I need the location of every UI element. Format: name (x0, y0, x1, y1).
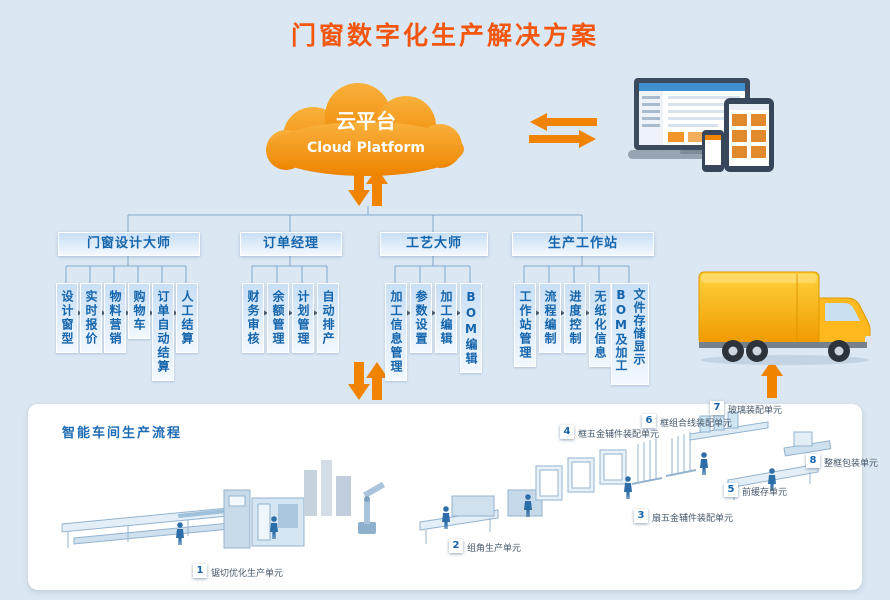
station-number: 7 (710, 401, 724, 415)
station-3: 3 扇五金辅件装配单元 (634, 509, 733, 524)
cloud-title: 云平台 (336, 109, 396, 133)
feature-item: 实时报价 (80, 283, 102, 353)
station-number: 8 (806, 454, 820, 468)
station-label: 玻璃装配单元 (728, 406, 783, 416)
feature-item: 无纸化信息 (589, 283, 611, 367)
cloud-platform: 云平台 Cloud Platform (266, 83, 464, 176)
cloud-subtitle: Cloud Platform (307, 140, 425, 156)
down-arrow-icon (348, 362, 370, 400)
sync-right-arrow-icon (529, 130, 596, 148)
station-6: 6 框组合线装配单元 (642, 414, 732, 429)
delivery-truck-icon (698, 271, 872, 365)
feature-item: 工作站管理 (514, 283, 536, 367)
tablet-icon (724, 98, 774, 172)
truck-up-arrow-icon (761, 360, 783, 398)
feature-item: 进度控制 (564, 283, 586, 353)
feature-item: 自动排产 (317, 283, 339, 353)
station-number: 1 (193, 564, 207, 578)
laptop-icon (628, 78, 768, 159)
station-number: 3 (634, 509, 648, 523)
module-order-manager: 订单经理 (240, 232, 342, 256)
station-label: 整框包装单元 (824, 459, 879, 469)
feature-item: BOM编辑 (460, 283, 482, 373)
feature-item: BOM及加工文件存储显示 (611, 283, 649, 385)
up-arrow-icon (366, 168, 388, 206)
station-number: 5 (724, 483, 738, 497)
station-label: 前缓存单元 (742, 488, 788, 498)
feature-item: 人工结算 (176, 283, 198, 353)
feature-item: 流程编制 (539, 283, 561, 353)
feature-item: 设计窗型 (56, 283, 78, 353)
station-label: 组角生产单元 (467, 544, 522, 554)
workshop-panel: 智能车间生产流程 (28, 404, 862, 590)
station-label: 锯切优化生产单元 (211, 569, 284, 579)
cloud-icon (266, 83, 464, 176)
station-1: 1 锯切优化生产单元 (193, 564, 283, 579)
sync-left-arrow-icon (530, 113, 597, 131)
module-process-master: 工艺大师 (380, 232, 488, 256)
feature-item: 加工编辑 (435, 283, 457, 353)
down-arrow-icon (348, 168, 370, 206)
workshop-title: 智能车间生产流程 (62, 426, 183, 441)
station-number: 2 (449, 539, 463, 553)
station-8: 8 整框包装单元 (806, 454, 878, 469)
feature-item: 物料营销 (104, 283, 126, 353)
station-number: 4 (560, 425, 574, 439)
station-2: 2 组角生产单元 (449, 539, 521, 554)
station-number: 6 (642, 414, 656, 428)
station-label: 扇五金辅件装配单元 (652, 514, 734, 524)
feature-item: 加工信息管理 (385, 283, 407, 381)
module-design-master: 门窗设计大师 (58, 232, 200, 256)
feature-item: 订单自动结算 (152, 283, 174, 381)
station-7: 7 玻璃装配单元 (710, 401, 782, 416)
module-production-station: 生产工作站 (512, 232, 654, 256)
station-5: 5 前缓存单元 (724, 483, 787, 498)
feature-item: 参数设置 (410, 283, 432, 353)
feature-item: 购物车 (128, 283, 150, 339)
feature-item: 余额管理 (267, 283, 289, 353)
station-label: 框组合线装配单元 (660, 419, 733, 429)
phone-icon (702, 130, 724, 172)
station-4: 4 框五金辅件装配单元 (560, 425, 659, 440)
devices-illustration (628, 78, 774, 172)
feature-item: 财务审核 (242, 283, 264, 353)
page-title: 门窗数字化生产解决方案 (290, 21, 599, 50)
feature-item: 计划管理 (292, 283, 314, 353)
workshop-illustration (61, 411, 832, 549)
station-label: 框五金辅件装配单元 (578, 430, 660, 440)
